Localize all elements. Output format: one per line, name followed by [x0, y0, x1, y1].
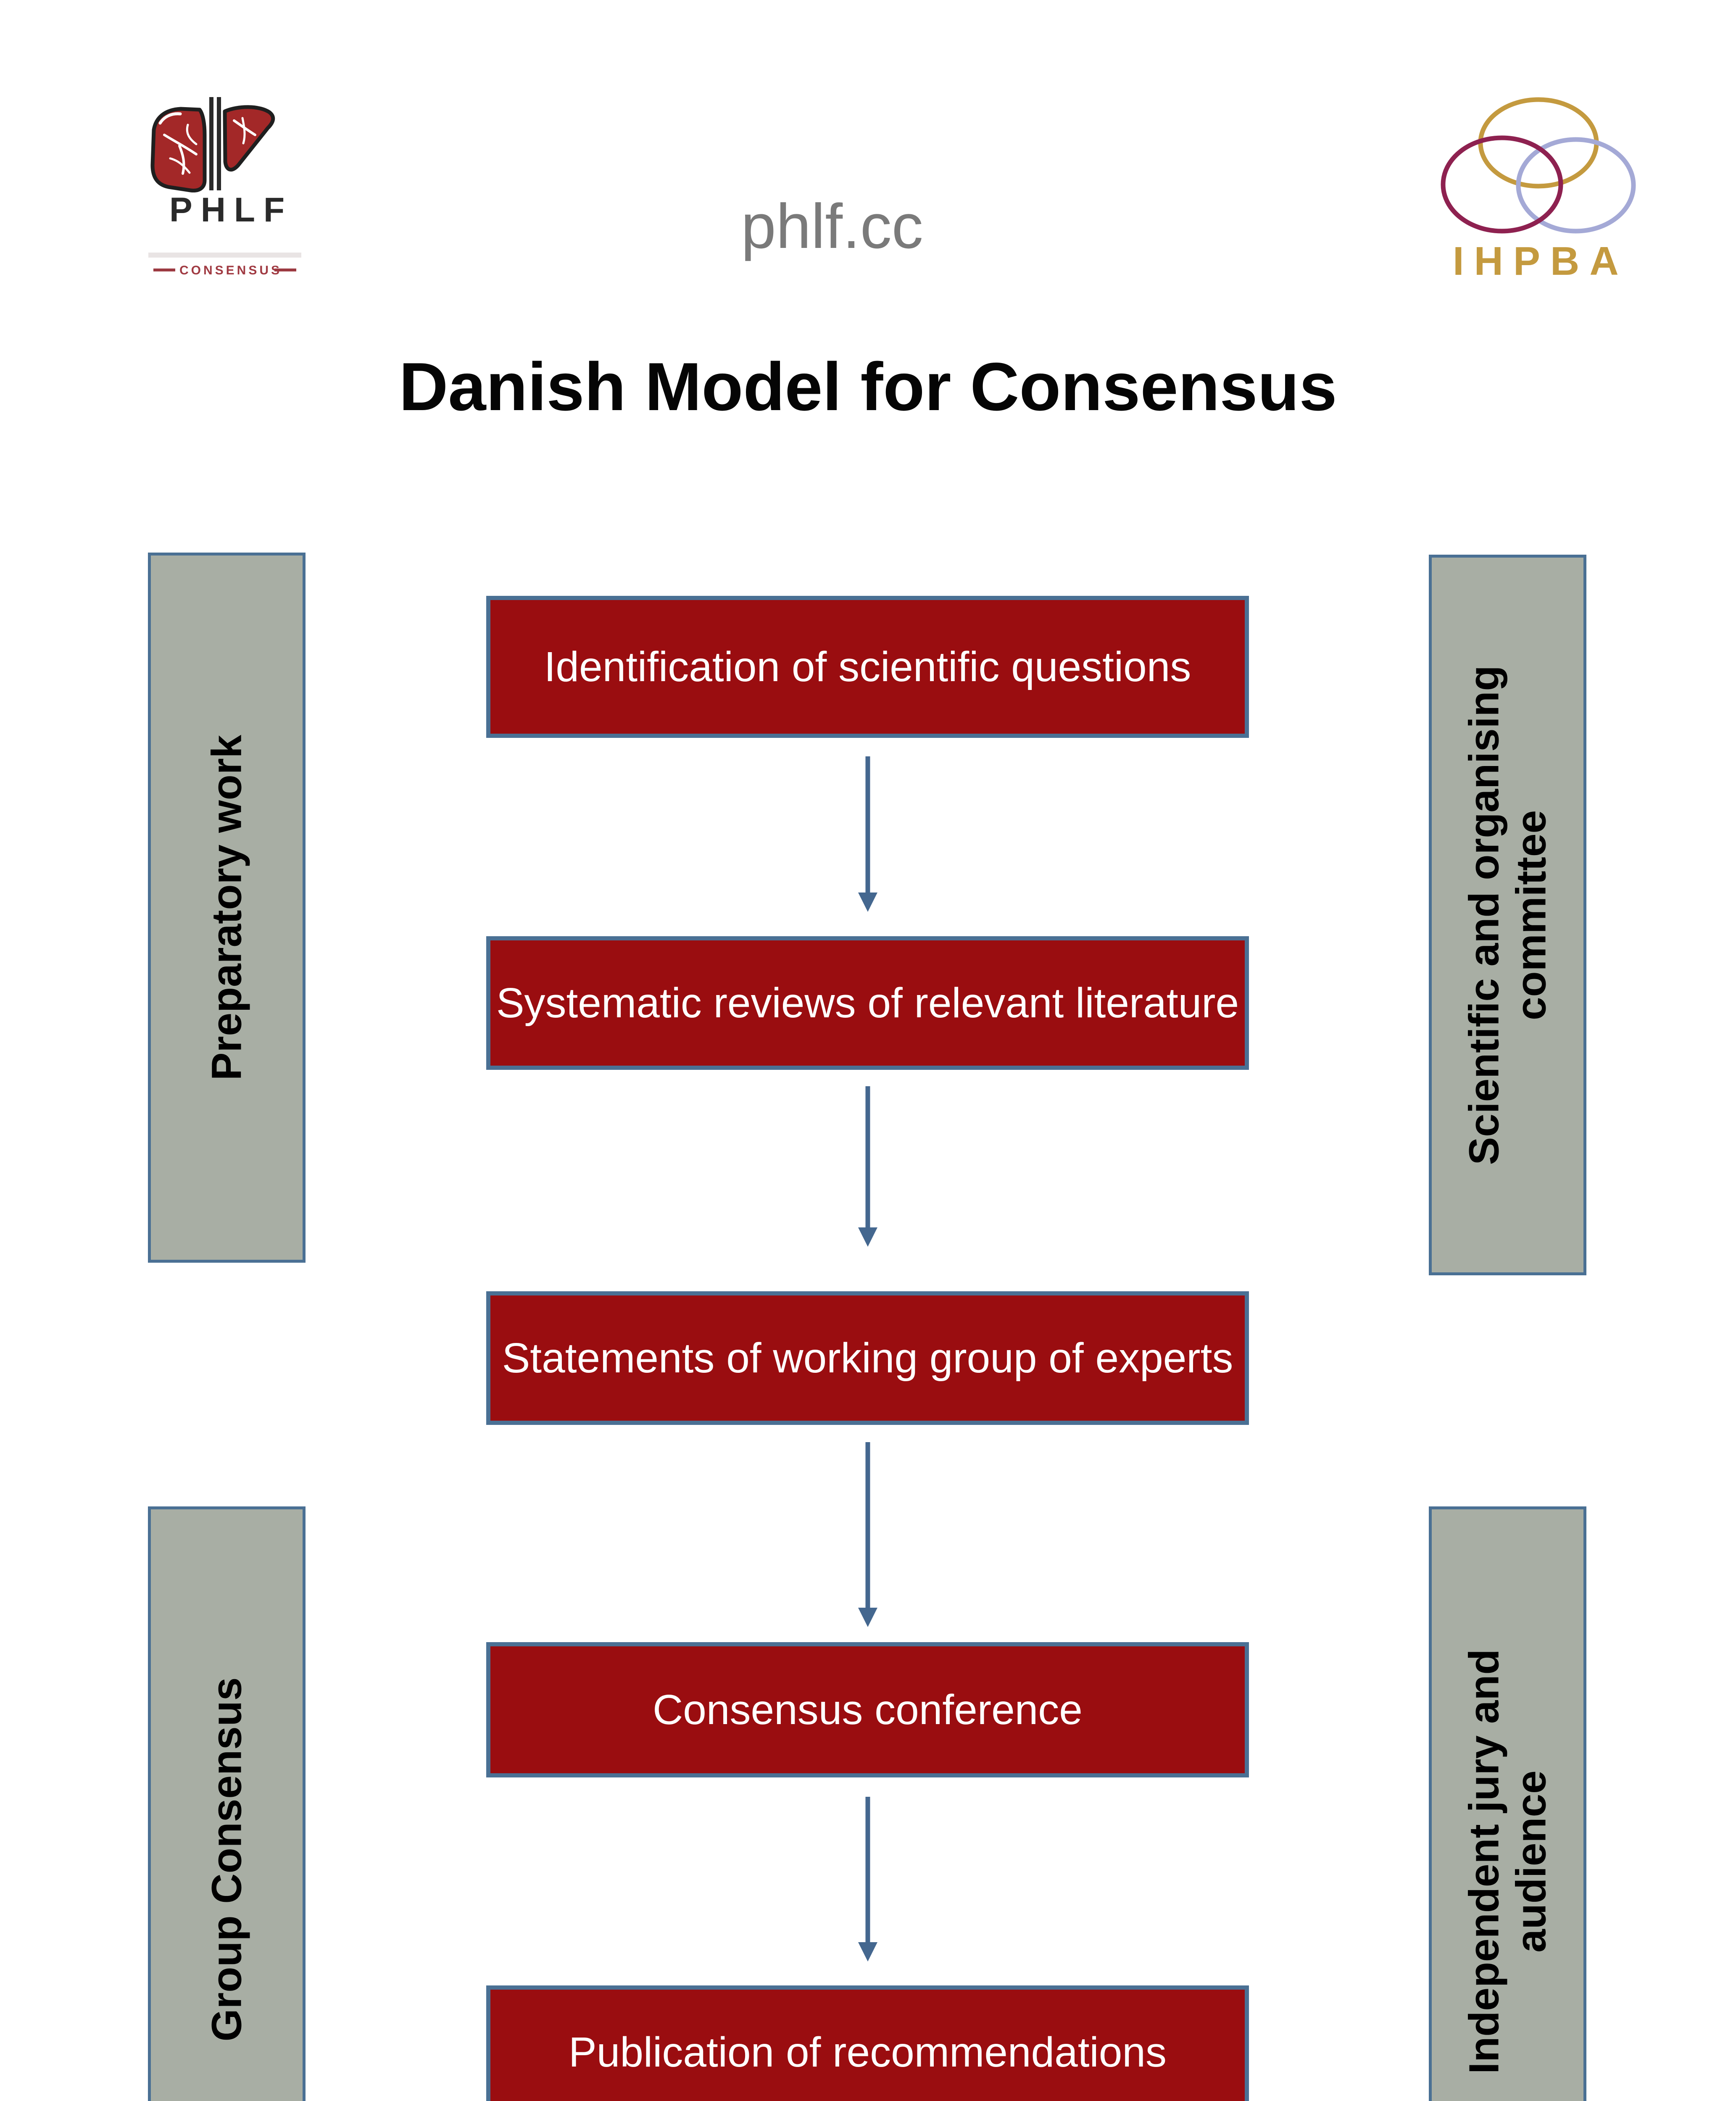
flow-box-systematic-reviews: Systematic reviews of relevant literatur… — [486, 936, 1249, 1070]
flow-box-label: Publication of recommendations — [569, 2028, 1167, 2076]
flow-box-publication: Publication of recommendations — [486, 1985, 1249, 2101]
flow-box-statements: Statements of working group of experts — [486, 1291, 1249, 1425]
flow-arrow-2 — [858, 1086, 877, 1247]
flow-arrow-1 — [858, 756, 877, 912]
sidebar-group-consensus: Group Consensus — [148, 1506, 306, 2101]
ihpba-logo-text: IHPBA — [1453, 239, 1629, 282]
sidebar-label: Group Consensus — [203, 1677, 250, 2042]
phlf-tagline-strip — [148, 253, 301, 258]
flow-box-label: Statements of working group of experts — [502, 1334, 1233, 1382]
sidebar-label: Preparatory work — [203, 735, 250, 1081]
flow-arrow-4 — [858, 1797, 877, 1961]
phlf-consensus-text: CONSENSUS — [179, 263, 282, 277]
flow-box-label: Identification of scientific questions — [544, 643, 1191, 690]
sidebar-scientific-organising-committee: Scientific and organising committee — [1429, 555, 1586, 1275]
flow-box-label: Systematic reviews of relevant literatur… — [496, 979, 1239, 1027]
page-title: Danish Model for Consensus — [399, 349, 1337, 425]
sidebar-label: Scientific and organising committee — [1460, 665, 1555, 1165]
phlf-liver-icon: PHLF CONSENSUS — [148, 97, 301, 277]
phlf-logo-text: PHLF — [169, 191, 293, 229]
flow-box-label: Consensus conference — [653, 1686, 1083, 1733]
sidebar-preparatory-work: Preparatory work — [148, 553, 306, 1263]
flow-arrow-3 — [858, 1442, 877, 1627]
phlf-logo: PHLF CONSENSUS — [141, 95, 309, 282]
site-url: phlf.cc — [741, 191, 923, 261]
sidebar-independent-jury-audience: Independent jury and audience — [1429, 1506, 1586, 2101]
ihpba-rings-icon: IHPBA — [1441, 97, 1636, 284]
sidebar-label: Independent jury and audience — [1460, 1649, 1555, 2074]
flow-box-identification: Identification of scientific questions — [486, 596, 1249, 738]
ihpba-logo: IHPBA — [1435, 93, 1637, 284]
flow-box-consensus-conference: Consensus conference — [486, 1642, 1249, 1777]
